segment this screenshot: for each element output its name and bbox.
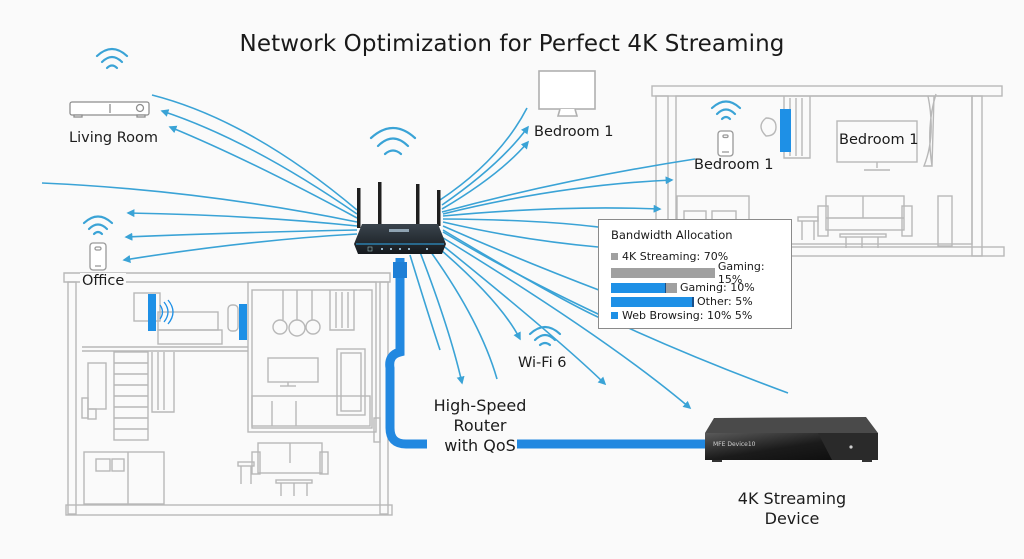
device-brand: MFE Device10 <box>713 441 756 448</box>
bandwidth-row-gaming-10: Gaming: 10% <box>611 281 755 294</box>
bandwidth-row-other: Other: 5% <box>611 295 753 308</box>
label-streaming-device: 4K Streaming Device <box>728 489 856 529</box>
label-router-line1: High-Speed <box>433 396 527 415</box>
wifi-icon-living-room <box>95 47 129 70</box>
wifi-icon-router <box>369 126 417 156</box>
label-bedroom-phone: Bedroom 1 <box>694 157 774 173</box>
gray-swatch-icon <box>611 253 618 260</box>
bandwidth-bar <box>611 282 677 293</box>
streaming-device-icon <box>705 417 878 462</box>
label-router-line3: with QoS <box>444 436 516 455</box>
ethernet-cable <box>385 258 710 449</box>
router-icon <box>354 182 446 254</box>
blue-swatch-icon <box>611 312 618 319</box>
bandwidth-bar-fill <box>611 282 667 293</box>
label-router: High-Speed Router with QoS <box>420 396 540 456</box>
set-top-box-icon <box>69 101 150 118</box>
label-office: Office <box>80 273 127 289</box>
bandwidth-row-text: Gaming: 10% <box>680 281 755 294</box>
label-living-room: Living Room <box>69 130 159 146</box>
cable-connector <box>393 262 407 278</box>
label-streaming-device-line1: 4K Streaming <box>737 489 847 508</box>
label-router-line2: Router <box>453 416 507 435</box>
bandwidth-row-text: Other: 5% <box>697 295 753 308</box>
bandwidth-row-text: Web Browsing: 10% 5% <box>622 309 753 322</box>
wifi-icon-bedroom <box>710 100 742 121</box>
wifi-icon-office <box>82 215 114 236</box>
left-house-floorplan <box>63 272 393 516</box>
bandwidth-row-web-browsing: Web Browsing: 10% 5% <box>611 309 752 322</box>
bandwidth-row-gaming-15: Gaming: 15% <box>611 260 791 286</box>
label-bedroom-monitor: Bedroom 1 <box>534 124 614 140</box>
smartphone-icon-bedroom <box>717 130 734 157</box>
label-streaming-device-line2: Device <box>764 509 820 528</box>
bandwidth-row-text: 4K Streaming: 70% <box>622 250 729 263</box>
wifi-icon-wifi6 <box>528 325 562 347</box>
wifi-extender-panel <box>780 109 791 152</box>
smartphone-icon-office <box>89 242 107 271</box>
page-title: Network Optimization for Perfect 4K Stre… <box>239 31 785 57</box>
bandwidth-allocation-panel: Bandwidth Allocation 4K Streaming: 70% G… <box>598 219 792 329</box>
label-bedroom-tv: Bedroom 1 <box>839 132 919 148</box>
wifi-extender-panel <box>239 304 247 340</box>
bandwidth-row-text: Gaming: 15% <box>717 259 765 286</box>
bandwidth-bar <box>611 267 715 278</box>
bandwidth-bar <box>611 296 694 307</box>
wifi-extender-panel <box>148 294 156 331</box>
monitor-icon <box>538 70 596 117</box>
label-wifi6: Wi-Fi 6 <box>518 355 567 371</box>
signal-wave-icon <box>159 299 174 325</box>
bandwidth-row-4k-streaming: 4K Streaming: 70% <box>611 250 728 263</box>
bandwidth-title: Bandwidth Allocation <box>611 228 733 242</box>
